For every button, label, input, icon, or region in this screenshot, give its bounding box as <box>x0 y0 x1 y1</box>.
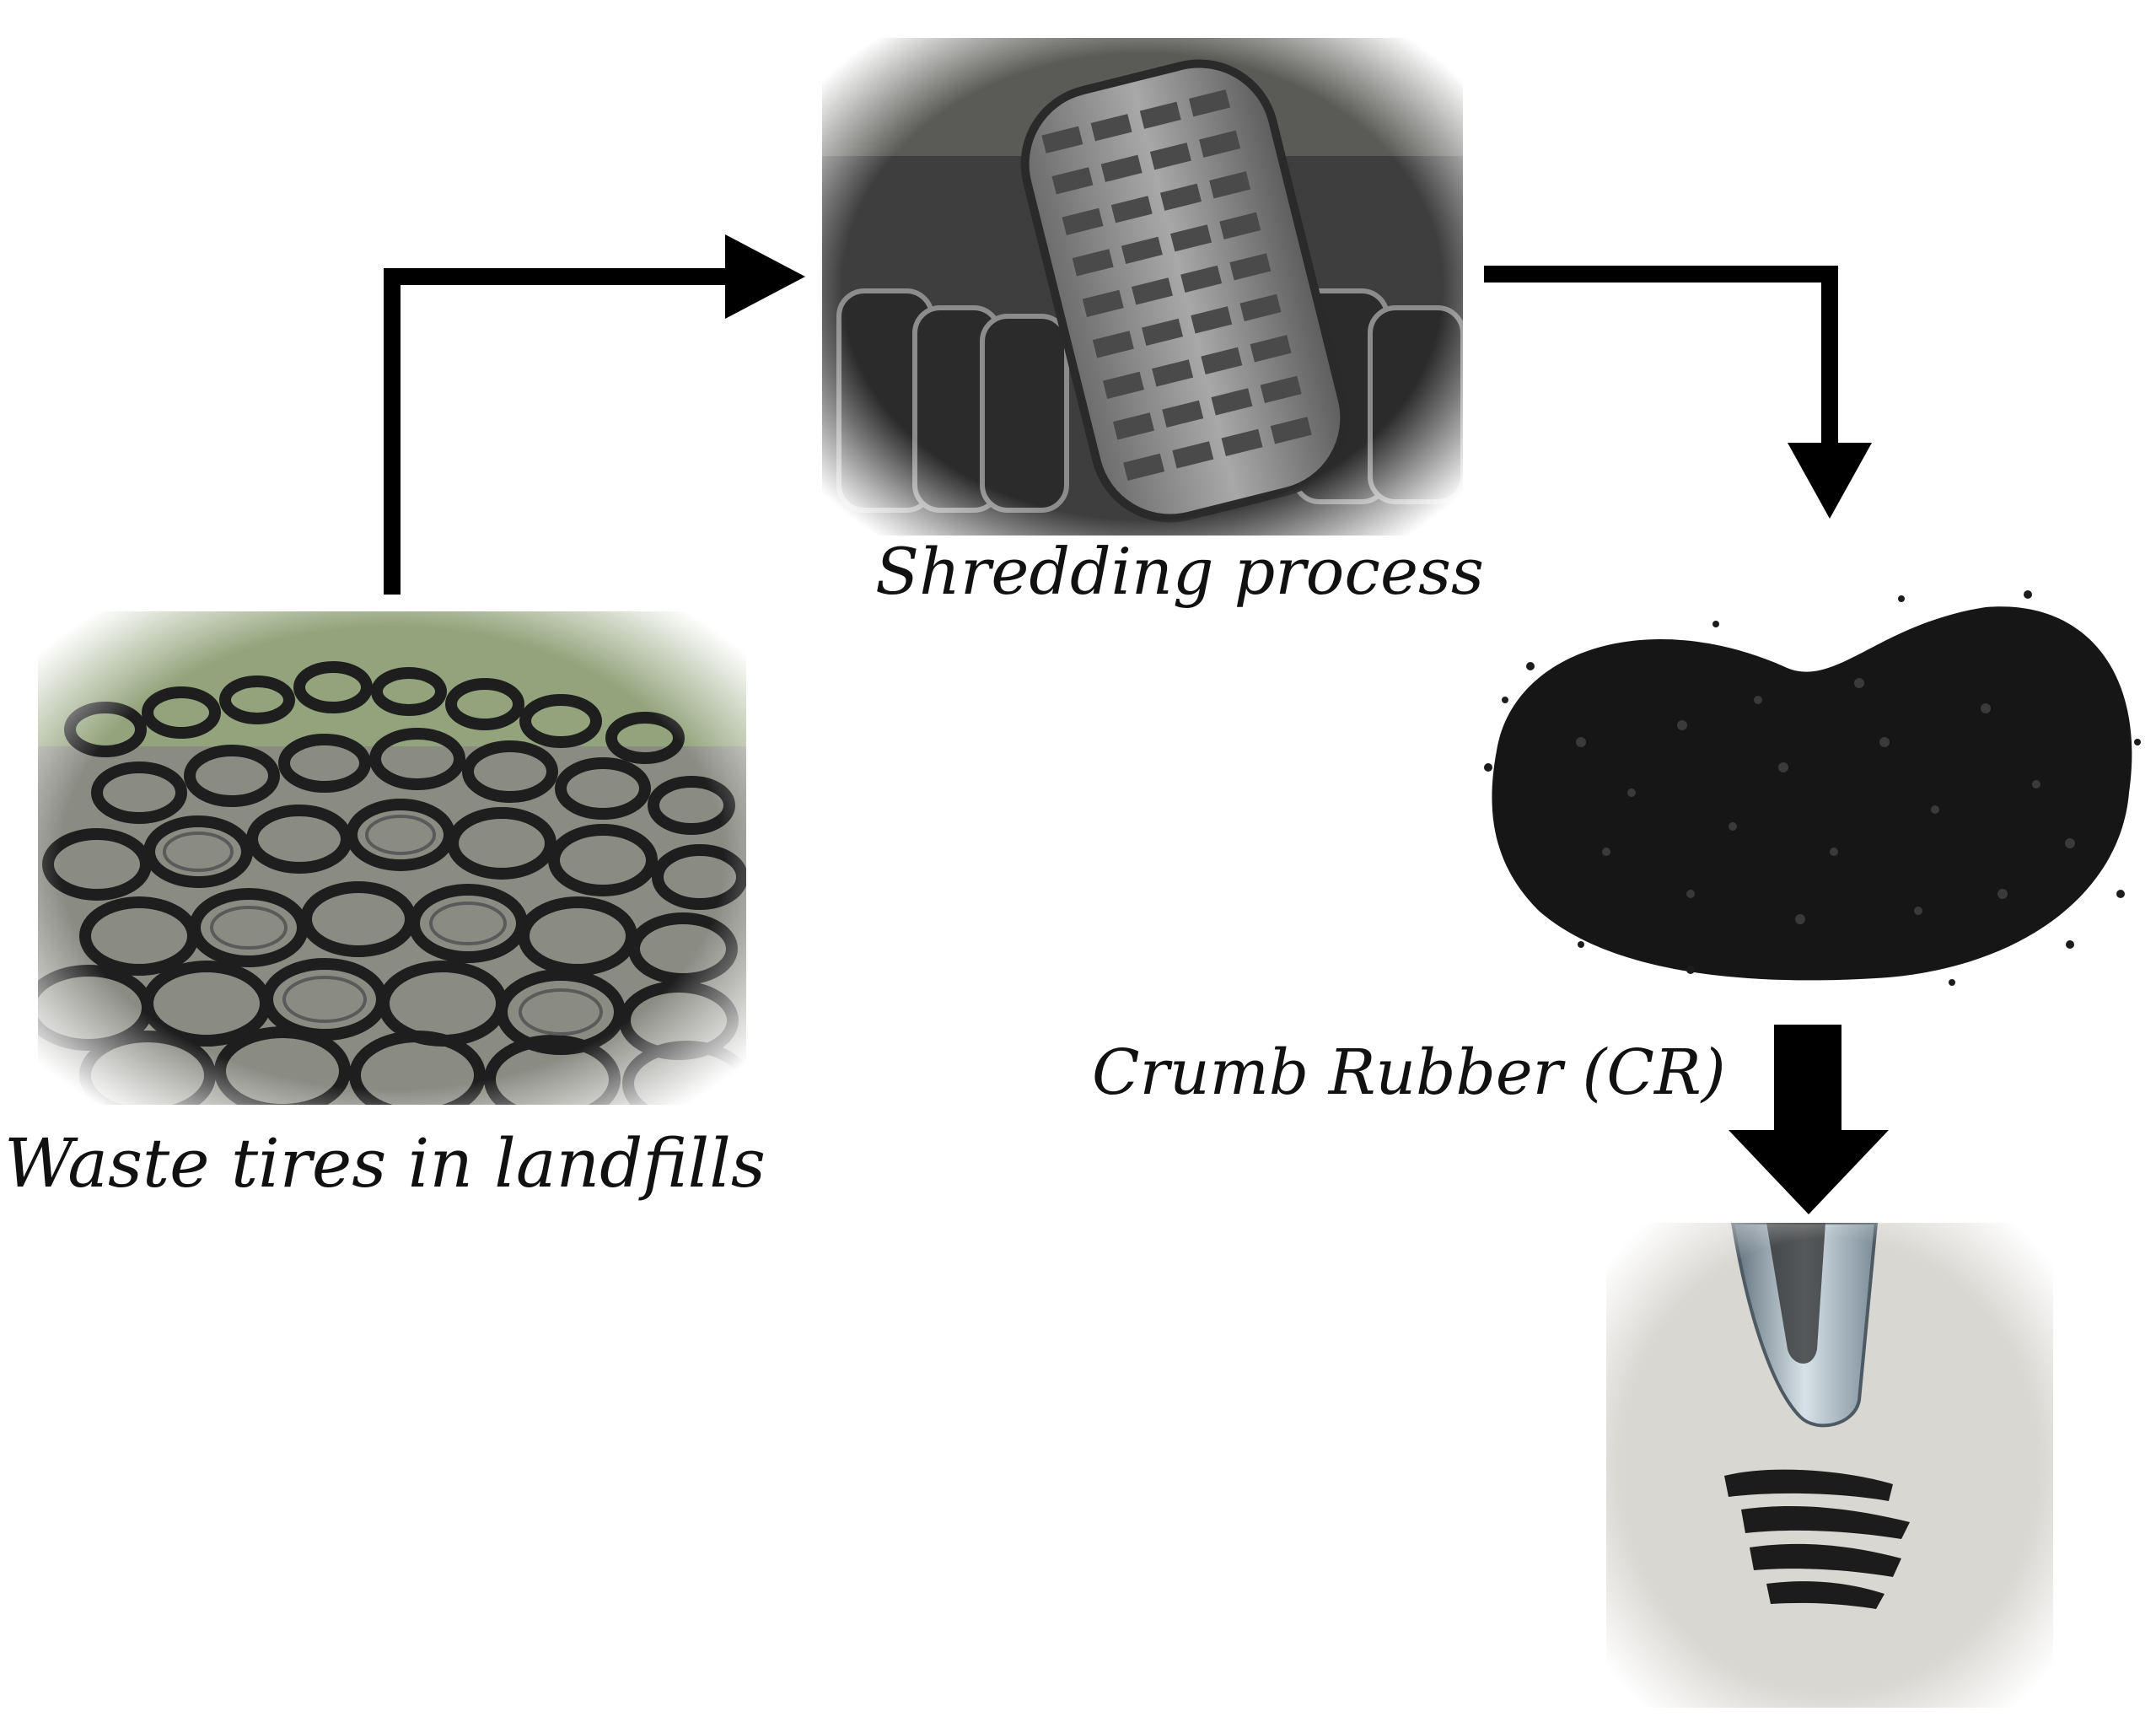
arrowhead-to-shredding <box>725 234 805 319</box>
arrow-shredding-to-crumb <box>1484 266 1838 447</box>
rubber-powder-spoon-photo <box>1606 1223 2053 1708</box>
arrow-tires-to-shredding <box>384 268 734 595</box>
caption-crumb-rubber: Crumb Rubber (CR) <box>1092 1036 1726 1109</box>
crumb-rubber-granules-photo <box>1480 573 2146 995</box>
tire-shredder-photo <box>822 38 1463 536</box>
caption-shredding: Shredding process <box>875 534 1484 609</box>
caption-waste-tires: Waste tires in landfills <box>4 1124 766 1203</box>
arrowhead-to-crumb <box>1788 443 1872 519</box>
arrow-crumb-to-powder-shaft <box>1774 1025 1841 1134</box>
tire-pile-photo <box>38 611 746 1105</box>
arrowhead-to-powder <box>1729 1130 1889 1214</box>
